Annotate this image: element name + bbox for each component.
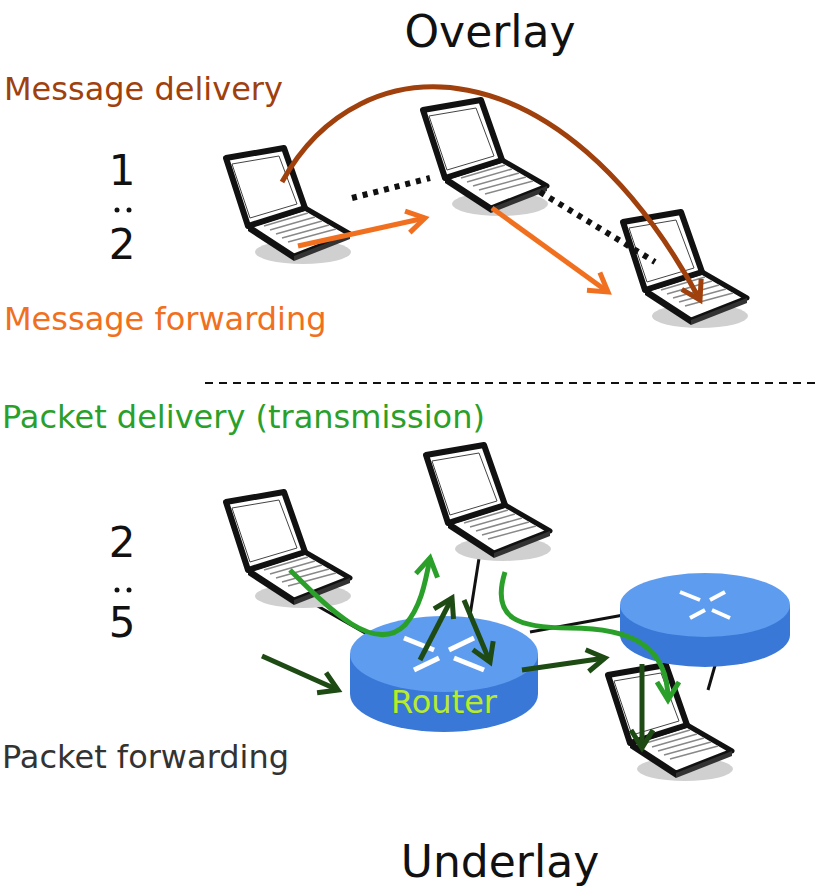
- forward-arrow: [640, 664, 645, 748]
- callout-number: 5: [109, 600, 136, 646]
- layer-title: Overlay: [404, 8, 575, 56]
- callout-number: 1: [109, 148, 136, 194]
- arrow-label: Packet forwarding: [2, 740, 289, 775]
- router-label: Router: [391, 685, 497, 720]
- forward-arrow: [298, 218, 425, 246]
- arrow-label: Message forwarding: [4, 302, 327, 337]
- callout-number: 2: [109, 222, 136, 268]
- arrow-label: Packet delivery (transmission): [2, 400, 485, 435]
- packet-delivery-arrow: [290, 558, 430, 635]
- forward-arrow: [262, 656, 338, 690]
- forward-arrow: [492, 208, 608, 292]
- arrow-label: Message delivery: [4, 72, 283, 107]
- callout-number: 2: [109, 520, 136, 566]
- message-delivery-arrow: [282, 87, 700, 300]
- layer-title: Underlay: [401, 838, 599, 886]
